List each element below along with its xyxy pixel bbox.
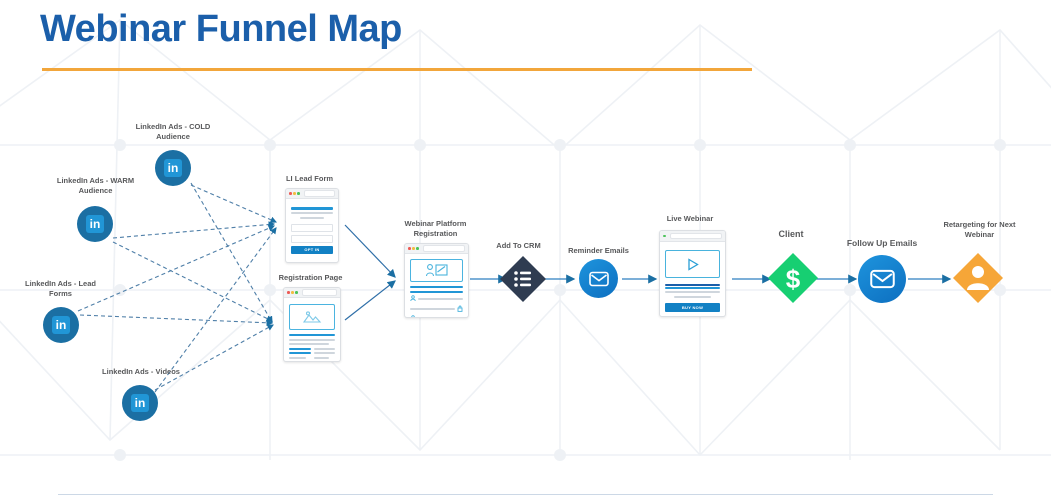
card-body	[405, 254, 468, 319]
image-placeholder	[289, 304, 335, 330]
browser-chrome	[660, 231, 725, 242]
address-bar	[304, 190, 335, 197]
card-body: BUY NOW	[660, 242, 725, 316]
registration-page-card[interactable]	[283, 287, 341, 362]
form-illustration	[410, 259, 463, 282]
play-icon	[687, 257, 699, 271]
address-bar	[302, 289, 337, 296]
browser-chrome	[284, 288, 340, 298]
card-label-platform-registration: Webinar Platform Registration	[404, 219, 467, 238]
buy-now-button[interactable]: BUY NOW	[665, 302, 720, 312]
linkedin-glyph: in	[51, 315, 71, 335]
linkedin-glyph: in	[85, 214, 105, 234]
text-line	[289, 338, 335, 341]
minimize-dot-icon	[291, 291, 294, 294]
card-body: OPT IN	[286, 199, 338, 259]
text-line	[418, 297, 463, 300]
linkedin-glyph: in	[163, 158, 183, 178]
retargeting-diamond-shape	[953, 253, 1003, 303]
step-label-client: Client	[778, 229, 804, 239]
retargeting-node[interactable]	[952, 252, 1004, 304]
text-line	[289, 356, 307, 359]
video-player[interactable]	[665, 250, 720, 278]
follow-up-emails-node[interactable]	[858, 255, 906, 303]
linkedin-icon[interactable]: in	[43, 307, 79, 343]
source-label-warm: LinkedIn Ads - WARM Audience	[56, 176, 135, 195]
registration-form-icon	[425, 264, 448, 277]
envelope-icon	[869, 269, 895, 289]
source-label-videos: LinkedIn Ads - Videos	[102, 367, 180, 376]
browser-chrome	[286, 189, 338, 199]
step-label-retargeting: Retargeting for Next Webinar	[943, 220, 1016, 239]
add-to-crm-node[interactable]	[499, 255, 547, 303]
close-dot-icon	[289, 192, 292, 195]
reminder-emails-node[interactable]	[579, 259, 618, 298]
envelope-icon	[588, 271, 609, 286]
close-dot-icon	[287, 291, 290, 294]
text-line	[289, 352, 311, 354]
text-line	[665, 284, 720, 286]
li-lead-form-card[interactable]: OPT IN	[285, 188, 339, 263]
linkedin-icon[interactable]: in	[122, 385, 158, 421]
input-field[interactable]	[291, 234, 333, 243]
step-label-reminder-emails: Reminder Emails	[568, 246, 629, 255]
card-label-live-webinar: Live Webinar	[666, 214, 714, 223]
client-diamond-shape: $	[768, 253, 818, 303]
text-line	[299, 216, 325, 219]
status-dot-icon	[663, 234, 666, 238]
text-line	[665, 291, 720, 294]
opt-in-button[interactable]: OPT IN	[291, 245, 333, 254]
card-label-registration-page: Registration Page	[278, 273, 343, 282]
dollar-icon: $	[786, 264, 801, 294]
source-label-cold: LinkedIn Ads - COLD Audience	[135, 122, 211, 141]
linkedin-icon[interactable]: in	[155, 150, 191, 186]
source-label-lead-forms: LinkedIn Ads - Lead Forms	[25, 279, 96, 298]
card-body	[284, 298, 340, 361]
text-line	[289, 347, 311, 350]
close-dot-icon	[408, 247, 411, 250]
webinar-platform-registration-card[interactable]	[404, 243, 469, 318]
crm-diamond-shape	[500, 256, 546, 302]
linkedin-glyph: in	[130, 393, 150, 413]
client-node[interactable]: $	[767, 252, 819, 304]
step-label-follow-up-emails: Follow Up Emails	[846, 238, 918, 248]
maximize-dot-icon	[295, 291, 298, 294]
text-line	[418, 318, 463, 319]
maximize-dot-icon	[297, 192, 300, 195]
address-bar	[670, 232, 722, 240]
list-icon	[514, 271, 531, 287]
minimize-dot-icon	[412, 247, 415, 250]
address-bar	[423, 245, 465, 252]
text-line	[289, 343, 330, 345]
step-label-add-to-crm: Add To CRM	[496, 241, 541, 250]
text-line	[291, 212, 333, 214]
footer-divider	[58, 494, 993, 495]
text-line	[410, 286, 463, 288]
text-line	[313, 356, 329, 359]
text-line	[674, 295, 711, 298]
live-webinar-card[interactable]: BUY NOW	[659, 230, 726, 317]
text-line	[665, 286, 720, 289]
minimize-dot-icon	[293, 192, 296, 195]
mountain-image-icon	[302, 311, 322, 323]
person-row-icon	[411, 315, 415, 317]
text-line	[410, 290, 463, 293]
title-underline	[42, 68, 752, 71]
browser-chrome	[405, 244, 468, 254]
text-line	[313, 352, 335, 354]
card-label-lead-form: LI Lead Form	[285, 174, 334, 183]
text-line	[410, 307, 455, 310]
linkedin-icon[interactable]: in	[77, 206, 113, 242]
heading-line	[291, 207, 333, 210]
lock-row-icon	[457, 305, 463, 312]
text-line	[313, 347, 335, 350]
person-icon	[967, 266, 989, 290]
input-field[interactable]	[291, 223, 333, 232]
text-line	[289, 334, 335, 336]
person-row-icon	[410, 295, 416, 302]
page-title: Webinar Funnel Map	[40, 8, 402, 50]
maximize-dot-icon	[416, 247, 419, 250]
